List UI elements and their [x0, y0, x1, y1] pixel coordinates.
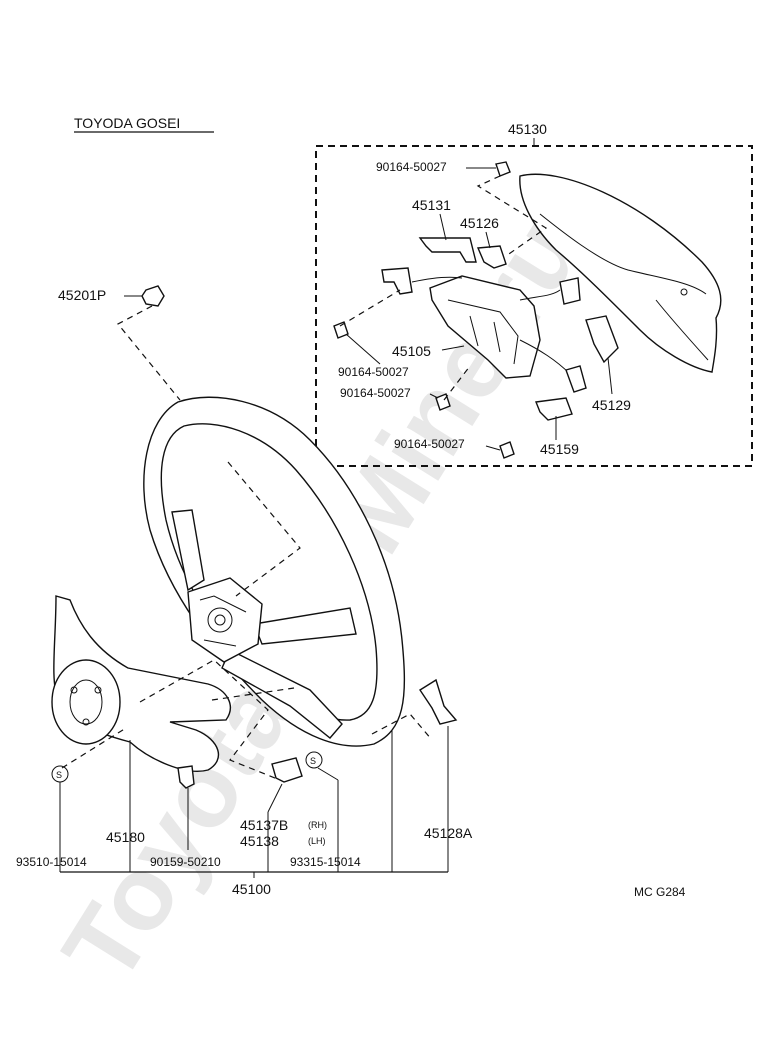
- label-rh: (RH): [308, 820, 327, 830]
- label-bolt-1[interactable]: 90164-50027: [376, 160, 447, 174]
- steering-wheel-rim-inner: [160, 423, 378, 721]
- diagram-code: MC G284: [634, 885, 686, 899]
- guide-cover-right: [139, 659, 281, 781]
- label-bolt-3[interactable]: 90164-50027: [340, 386, 411, 400]
- nut-45201p: [141, 285, 165, 307]
- guide-wheel-center: [227, 461, 301, 597]
- guide-top: [476, 175, 548, 257]
- symbol-s-right: S: [310, 756, 316, 766]
- label-45137b[interactable]: 45137B: [240, 817, 288, 833]
- label-90159[interactable]: 90159-50210: [150, 855, 221, 869]
- label-45180[interactable]: 45180: [106, 829, 145, 845]
- guide-left: [339, 289, 401, 327]
- leader-93315-diag: [317, 767, 339, 781]
- guide-middle: [443, 365, 471, 401]
- guide-cover-left: [61, 727, 127, 769]
- label-45130[interactable]: 45130: [508, 121, 547, 137]
- label-bolt-4[interactable]: 90164-50027: [394, 437, 465, 451]
- wheel-spoke-upper: [171, 509, 205, 592]
- clip-45137b: [271, 757, 303, 783]
- label-45100[interactable]: 45100: [232, 881, 271, 897]
- leader-bolt-2: [345, 333, 381, 365]
- label-45138[interactable]: 45138: [240, 833, 279, 849]
- label-93510[interactable]: 93510-15014: [16, 855, 87, 869]
- pad-cover-hole: [680, 288, 688, 296]
- leader-bolt-4: [485, 445, 501, 451]
- label-bolt-2[interactable]: 90164-50027: [338, 365, 409, 379]
- guide-bracket: [371, 713, 433, 741]
- wheel-hub-detail: [199, 595, 247, 647]
- guide-nut: [117, 305, 181, 401]
- guide-clip: [211, 687, 295, 701]
- leader-bolt-3: [429, 393, 439, 399]
- manufacturer-label: TOYODA GOSEI: [74, 115, 180, 131]
- clip-45126: [476, 245, 507, 269]
- leader-45105: [441, 345, 465, 351]
- bolt-top: [495, 161, 511, 177]
- symbol-s-left: S: [56, 770, 62, 780]
- wheel-spoke-lower: [221, 649, 343, 739]
- pad-cover-edge: [539, 213, 707, 295]
- inflator-plug: [565, 365, 587, 393]
- label-45126[interactable]: 45126: [460, 215, 499, 231]
- spoke-cover-boss-inner: [69, 679, 103, 725]
- leader-45129: [607, 357, 613, 395]
- bracket-45128a: [419, 678, 458, 725]
- pad-cover-lower: [655, 299, 709, 361]
- spoke-cover-boss: [51, 659, 121, 745]
- label-45159[interactable]: 45159: [540, 441, 579, 457]
- leader-45137b-diag: [267, 783, 283, 813]
- label-45201p[interactable]: 45201P: [58, 287, 106, 303]
- label-45105[interactable]: 45105: [392, 343, 431, 359]
- spoke-cover-hole-2: [94, 686, 102, 694]
- inflator-connector: [559, 277, 581, 305]
- bracket-45129: [585, 315, 619, 364]
- screw-90159: [177, 765, 195, 789]
- bracket-45159: [535, 397, 573, 421]
- left-bracket: [381, 267, 413, 295]
- bolt-middle: [435, 393, 451, 411]
- label-45129[interactable]: 45129: [592, 397, 631, 413]
- wheel-hub-bore-inner: [214, 614, 226, 626]
- label-45131[interactable]: 45131: [412, 197, 451, 213]
- bracket-45131: [418, 237, 477, 263]
- inflator-face: [447, 299, 519, 365]
- label-45128a[interactable]: 45128A: [424, 825, 473, 841]
- spoke-cover-hole-3: [82, 718, 90, 726]
- label-93315[interactable]: 93315-15014: [290, 855, 361, 869]
- label-lh: (LH): [308, 836, 326, 846]
- bolt-left: [333, 321, 349, 339]
- left-bracket-wire: [411, 276, 463, 283]
- inflator-module: [429, 275, 541, 379]
- leader-45126: [485, 231, 491, 249]
- steering-pad-cover: [519, 173, 722, 373]
- symbol-s-right-circle: [305, 751, 323, 769]
- spoke-cover-hole-1: [70, 686, 78, 694]
- bolt-bottom: [499, 441, 515, 459]
- leader-45131: [439, 213, 447, 241]
- wheel-hub-bore: [207, 607, 233, 633]
